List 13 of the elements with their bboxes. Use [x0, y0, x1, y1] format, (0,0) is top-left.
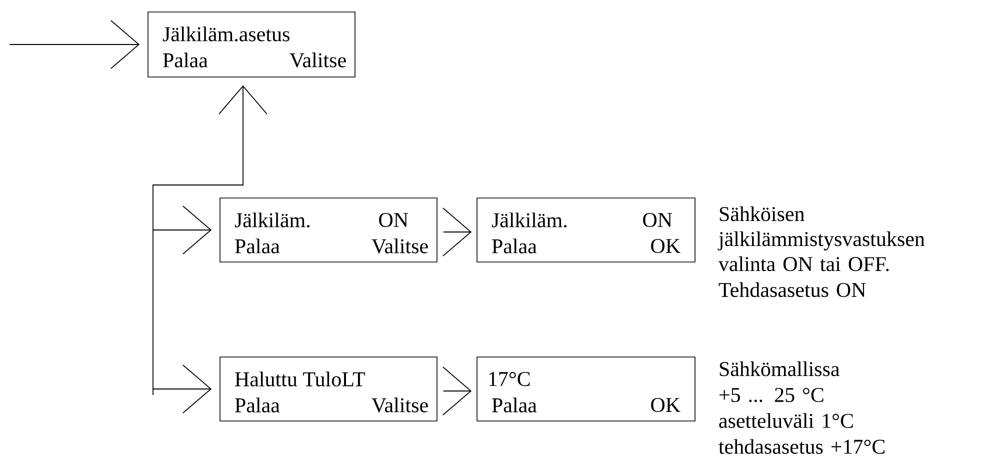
display-box: Jälkiläm. ON Palaa Valitse — [220, 198, 438, 262]
display-box: Haluttu TuloLT Palaa Valitse — [220, 356, 438, 422]
description-text: Tehdasasetus ON — [718, 282, 866, 298]
display-box: Jälkiläm. ON Palaa OK — [476, 198, 696, 262]
description-text: asetteluväli 1°C — [719, 413, 853, 428]
description-text: Sähköisen jälkilämmistysvastuksen valinta ON tai OFF. — [718, 206, 925, 272]
description-text: Sähkömallissa — [720, 361, 840, 376]
arrow — [152, 85, 268, 396]
description-text: tehdasasetus +17°C — [718, 439, 885, 454]
description-text: +5 ... 25 °C — [720, 388, 824, 402]
arrow — [9, 20, 140, 69]
display-box: Jälkiläm.asetus Palaa Valitse — [148, 12, 356, 78]
display-box: 17°C Palaa OK — [476, 356, 696, 422]
